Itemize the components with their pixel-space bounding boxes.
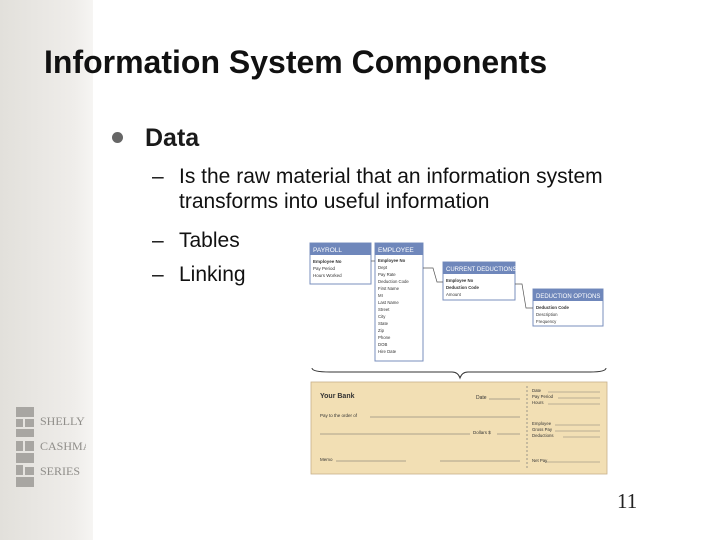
table-field: Employee No bbox=[313, 259, 342, 264]
slide-number: 11 bbox=[617, 489, 637, 514]
table-field: MI bbox=[378, 293, 383, 298]
table-field: Deduction Code bbox=[446, 285, 480, 290]
table-field: City bbox=[378, 314, 386, 319]
paycheck: Your Bank Date Pay to the order of Dolla… bbox=[311, 382, 607, 474]
table-field: Pay Rate bbox=[378, 272, 396, 277]
table-field: Employee No bbox=[446, 278, 474, 283]
check-memo: Memo bbox=[320, 457, 333, 462]
deduction-options-table: DEDUCTION OPTIONS Deduction Code Descrip… bbox=[533, 289, 603, 326]
stub-field: Pay Period bbox=[532, 394, 554, 399]
table-field: Employee No bbox=[378, 258, 406, 263]
table-field: Dept bbox=[378, 265, 388, 270]
table-field: Deduction Code bbox=[536, 305, 570, 310]
table-field: Deduction Code bbox=[378, 279, 409, 284]
table-field: Pay Period bbox=[313, 266, 336, 271]
payroll-table: PAYROLL Employee No Pay Period Hours Wor… bbox=[310, 243, 371, 284]
table-field: Phone bbox=[378, 335, 391, 340]
table-field: Last Name bbox=[378, 300, 399, 305]
stub-field: Deductions bbox=[532, 433, 554, 438]
table-field: State bbox=[378, 321, 389, 326]
table-field: Street bbox=[378, 307, 390, 312]
table-field: Description bbox=[536, 312, 558, 317]
table-title: EMPLOYEE bbox=[378, 247, 414, 254]
table-field: Frequency bbox=[536, 319, 557, 324]
stub-field: Employee bbox=[532, 421, 552, 426]
check-dollars: Dollars $ bbox=[473, 430, 491, 435]
table-field: Amount bbox=[446, 292, 462, 297]
check-bank: Your Bank bbox=[320, 393, 355, 400]
table-field: Hours Worked bbox=[313, 273, 342, 278]
table-field: DOB bbox=[378, 342, 387, 347]
employee-table: EMPLOYEE Employee No Dept Pay Rate Deduc… bbox=[375, 243, 423, 361]
figure-bracket bbox=[312, 368, 606, 378]
stub-field: Hours bbox=[532, 400, 543, 405]
stub-field: Net Pay bbox=[532, 458, 548, 463]
table-title: DEDUCTION OPTIONS bbox=[536, 294, 600, 300]
table-field: First Name bbox=[378, 286, 400, 291]
table-title: PAYROLL bbox=[313, 247, 342, 254]
table-field: Hire Date bbox=[378, 349, 397, 354]
check-payto: Pay to the order of bbox=[320, 413, 358, 418]
stub-field: Gross Pay bbox=[532, 427, 553, 432]
table-field: Zip bbox=[378, 328, 385, 333]
current-deductions-table: CURRENT DEDUCTIONS Employee No Deduction… bbox=[443, 262, 517, 300]
stub-field: Date bbox=[532, 388, 542, 393]
table-title: CURRENT DEDUCTIONS bbox=[446, 267, 517, 273]
check-date-label: Date bbox=[476, 395, 487, 401]
